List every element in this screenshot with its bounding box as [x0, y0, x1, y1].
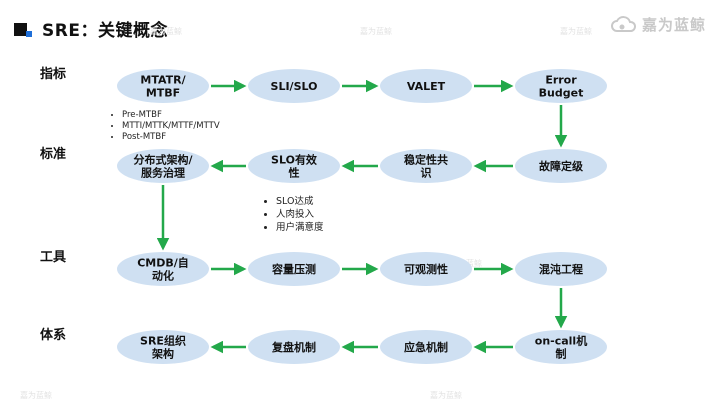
page-title: SRE：关键概念	[42, 21, 168, 41]
node-label: 混沌工程	[539, 262, 583, 276]
node-distributed: 分布式架构/服务治理	[117, 149, 209, 183]
node-label: 容量压测	[271, 262, 316, 276]
node-mtatr: MTATR/MTBF	[117, 69, 209, 103]
node-shape	[248, 69, 340, 103]
node-label: MTBF	[146, 87, 180, 100]
node-chaos: 混沌工程	[515, 252, 607, 286]
node-shape	[380, 252, 472, 286]
node-label: 制	[556, 347, 567, 361]
node-sli: SLI/SLO	[248, 69, 340, 103]
node-shape	[117, 69, 209, 103]
node-label: 服务治理	[141, 166, 185, 180]
node-shape	[515, 252, 607, 286]
node-label: 动化	[152, 269, 174, 283]
logo-text: 嘉为蓝鲸	[641, 16, 706, 34]
node-label: Error	[545, 74, 577, 87]
node-label: CMDB/自	[137, 256, 189, 270]
node-label: 架构	[151, 347, 174, 361]
note-item: 人肉投入	[276, 208, 324, 221]
watermark: 嘉为蓝鲸	[20, 391, 52, 400]
node-cmdb: CMDB/自动化	[117, 252, 209, 286]
node-valet: VALET	[380, 69, 472, 103]
note-item: Pre-MTBF	[122, 110, 220, 121]
node-shape	[117, 252, 209, 286]
watermark: 嘉为蓝鲸	[430, 391, 462, 400]
node-label: 故障定级	[539, 159, 584, 173]
node-shape	[380, 69, 472, 103]
node-review: 复盘机制	[248, 330, 340, 364]
node-shape	[515, 149, 607, 183]
node-label: MTATR/	[140, 74, 186, 87]
title-bar: SRE：关键概念	[14, 16, 168, 41]
row-label: 体系	[40, 327, 66, 343]
title-mark-icon	[14, 19, 34, 39]
metrics-note: Pre-MTBFMTTI/MTTK/MTTF/MTTVPost-MTBF	[108, 110, 220, 143]
node-label: SLO有效	[271, 153, 318, 167]
note-item: 用户满意度	[276, 221, 324, 234]
node-emergency: 应急机制	[380, 330, 472, 364]
watermark: 嘉为蓝鲸	[150, 27, 182, 36]
node-label: 复盘机制	[271, 340, 316, 354]
watermark: 嘉为蓝鲸	[360, 27, 392, 36]
node-observability: 可观测性	[380, 252, 472, 286]
row-label: 工具	[40, 250, 66, 265]
node-label: 应急机制	[404, 340, 448, 354]
watermark: 嘉为蓝鲸	[560, 27, 592, 36]
node-shape	[248, 149, 340, 183]
node-label: 识	[421, 167, 432, 180]
node-capacity: 容量压测	[248, 252, 340, 286]
node-label: VALET	[407, 80, 446, 93]
node-shape	[380, 149, 472, 183]
node-label: on-call机	[535, 334, 587, 348]
node-shape	[117, 330, 209, 364]
node-label: SLI/SLO	[271, 80, 318, 93]
node-fault-grading: 故障定级	[515, 149, 607, 183]
node-shape	[248, 330, 340, 364]
node-shape	[515, 69, 607, 103]
node-label: 可观测性	[404, 262, 448, 276]
cloud-icon	[611, 15, 636, 32]
brand-logo: 嘉为蓝鲸	[610, 14, 706, 35]
slo-note: SLO达成人肉投入用户满意度	[262, 195, 324, 234]
node-label: 性	[289, 166, 300, 180]
note-item: SLO达成	[276, 195, 324, 208]
note-item: Post-MTBF	[122, 132, 220, 143]
row-label: 标准	[39, 146, 66, 162]
node-shape	[248, 252, 340, 286]
node-label: 稳定性共	[404, 153, 448, 167]
note-item: MTTI/MTTK/MTTF/MTTV	[122, 121, 220, 132]
node-label: Budget	[539, 87, 584, 100]
row-label: 指标	[40, 66, 66, 82]
node-shape	[380, 330, 472, 364]
node-label: 分布式架构/	[133, 153, 193, 167]
node-label: SRE组织	[140, 334, 186, 348]
node-shape	[515, 330, 607, 364]
node-shape	[117, 149, 209, 183]
